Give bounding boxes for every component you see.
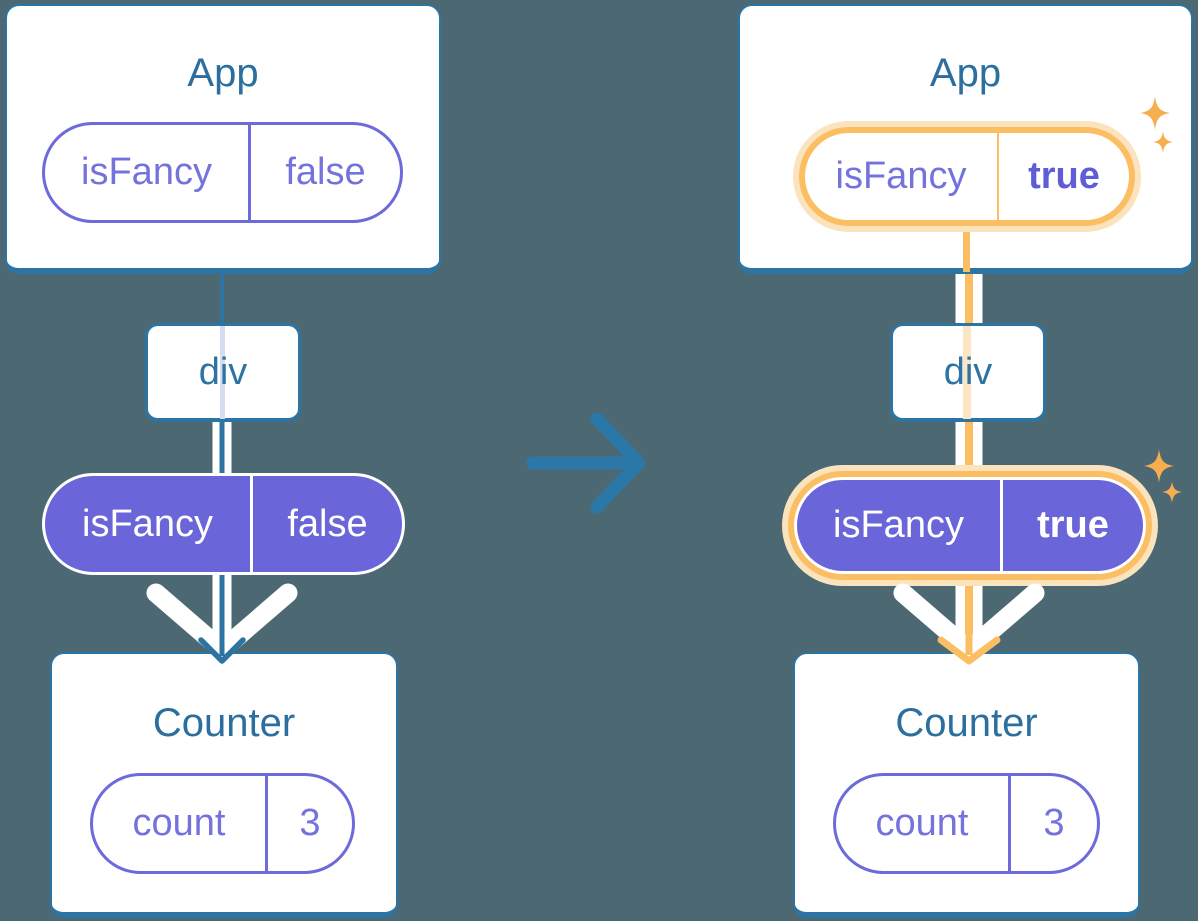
state-value: 3 [265, 776, 352, 871]
prop-value: false [250, 476, 402, 572]
right-app-prop-line [963, 226, 970, 272]
right-app-prop-pill: isFancy true [799, 127, 1135, 226]
prop-key: isFancy [835, 155, 967, 197]
state-key: count [132, 802, 226, 844]
right-white-chevron [893, 583, 1045, 660]
state-key: count [875, 802, 969, 844]
prop-value: true [997, 133, 1129, 220]
right-counter-state-pill: count 3 [833, 773, 1100, 874]
state-value: 3 [1008, 776, 1097, 871]
right-counter-title: Counter [895, 701, 1038, 745]
prop-value: false [248, 125, 400, 220]
left-app-title: App [187, 51, 259, 95]
left-passed-prop-pill: isFancy false [42, 473, 405, 575]
left-counter-title: Counter [152, 701, 296, 745]
prop-value: true [1000, 480, 1143, 571]
transition-arrow-icon [526, 412, 646, 514]
left-div-label: div [198, 351, 248, 393]
sparkles-icon-bottom [1144, 449, 1182, 503]
prop-key: isFancy [81, 151, 212, 193]
left-counter-state-pill: count 3 [90, 773, 355, 874]
right-passed-prop-pill: isFancy true [794, 477, 1146, 574]
left-div-through-line [220, 326, 225, 419]
prop-key: isFancy [82, 502, 213, 545]
prop-key: isFancy [833, 504, 964, 546]
right-div-label: div [943, 351, 993, 393]
right-app-title: App [929, 51, 1002, 95]
left-white-chevron [146, 583, 298, 660]
left-app-prop-pill: isFancy false [42, 122, 403, 223]
right-div-through-line [963, 326, 971, 419]
